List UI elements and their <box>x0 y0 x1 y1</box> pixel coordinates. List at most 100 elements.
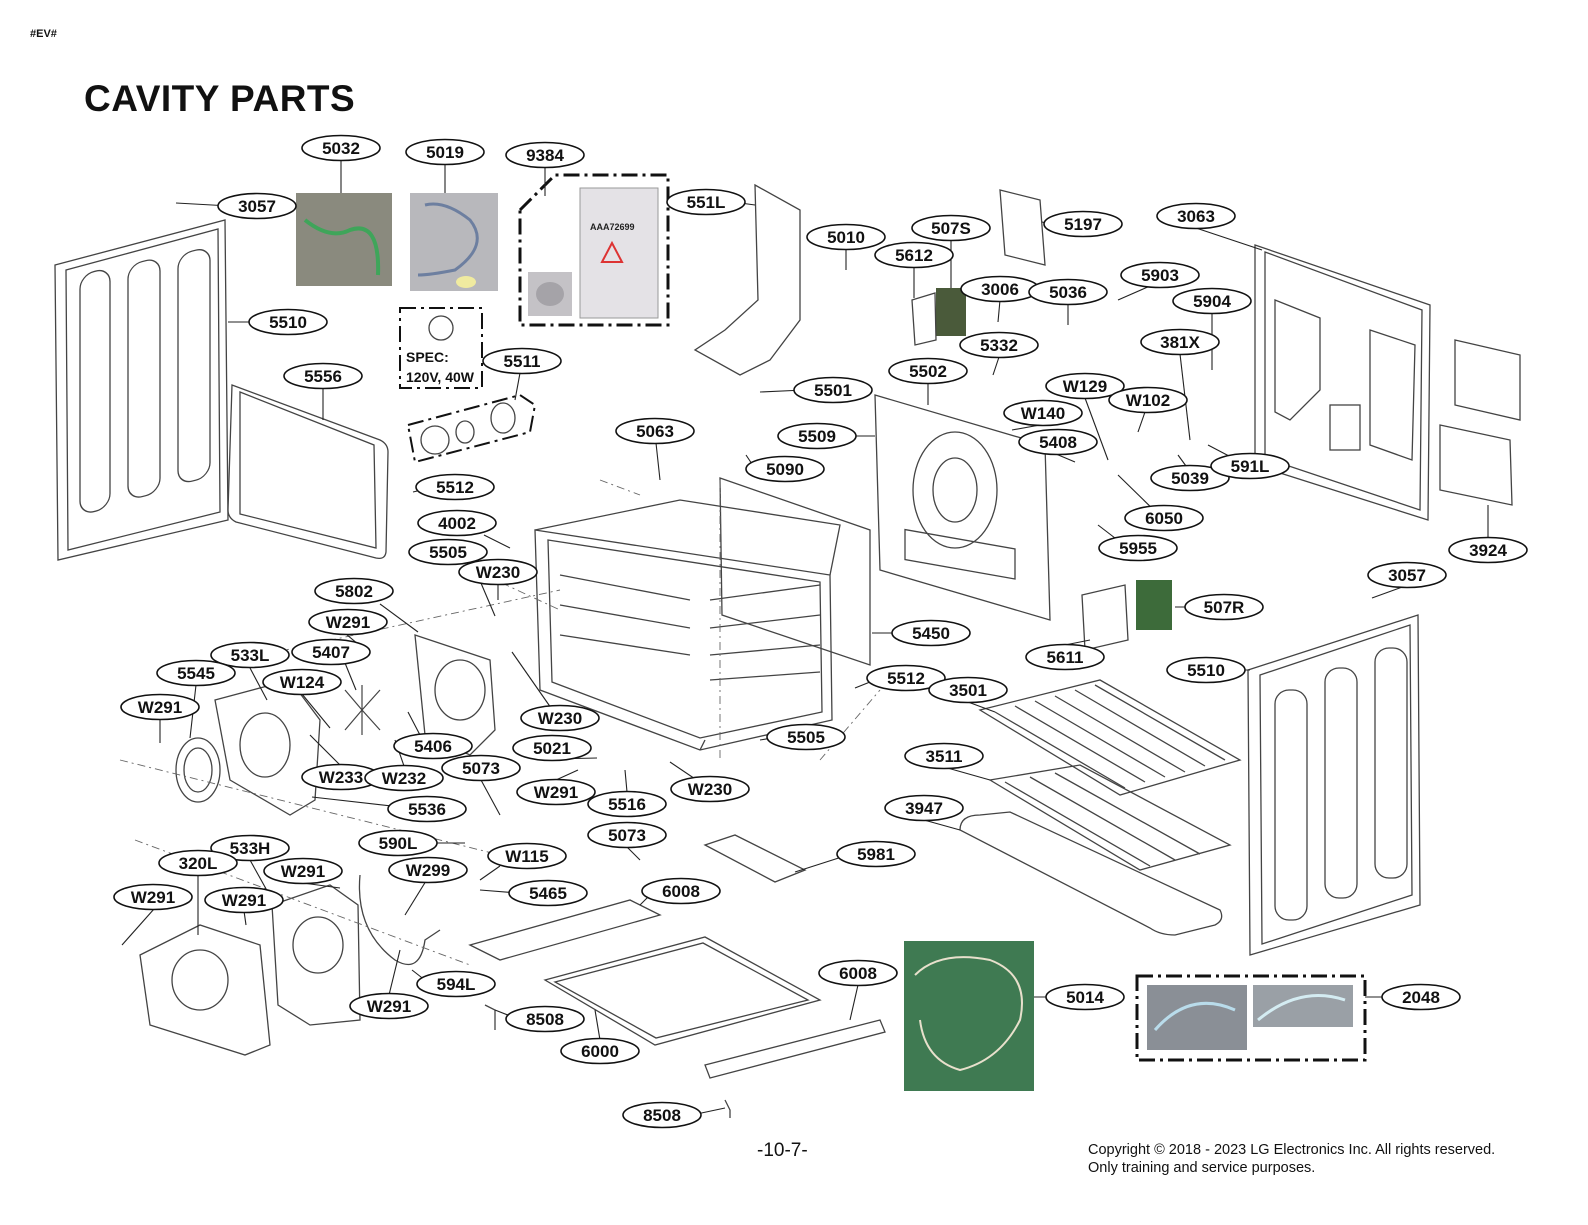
callout-label: 5516 <box>608 795 646 814</box>
callout-label: 5510 <box>1187 661 1225 680</box>
part-callout-5556: 5556 <box>283 362 363 390</box>
callout-label: W291 <box>138 698 182 717</box>
callout-ellipse <box>1124 504 1204 532</box>
front-frame <box>874 394 1051 621</box>
callout-label: 507R <box>1204 598 1245 617</box>
part-callout-507s: 507S <box>911 214 991 242</box>
ground-wire-photo <box>296 193 392 286</box>
part-callout-5407: 5407 <box>291 638 371 666</box>
callout-label: 5509 <box>798 427 836 446</box>
callout-ellipse <box>349 992 429 1020</box>
callout-ellipse <box>560 1037 640 1065</box>
part-callout-w129: W129 <box>1045 372 1125 400</box>
callout-ellipse <box>1098 534 1178 562</box>
kit-9384-frame <box>518 173 670 327</box>
callout-label: W230 <box>476 563 520 582</box>
part-callout-5501: 5501 <box>793 376 873 404</box>
part-callout-w291: W291 <box>308 608 388 636</box>
part-callout-5611: 5611 <box>1025 643 1105 671</box>
part-callout-6008: 6008 <box>641 877 721 905</box>
part-callout-3947: 3947 <box>884 794 964 822</box>
callout-label: 5502 <box>909 362 947 381</box>
part-callout-5408: 5408 <box>1018 428 1098 456</box>
callout-label: 5981 <box>857 845 895 864</box>
callout-label: W299 <box>406 861 450 880</box>
callout-label: 5505 <box>787 728 825 747</box>
part-callout-5039: 5039 <box>1150 464 1230 492</box>
callout-ellipse <box>587 821 667 849</box>
callout-label: 5611 <box>1047 648 1084 667</box>
part-callout-5516: 5516 <box>587 790 667 818</box>
callout-ellipse <box>641 877 721 905</box>
part-callout-6050: 6050 <box>1124 504 1204 532</box>
callout-ellipse <box>615 417 695 445</box>
part-callout-5509: 5509 <box>777 422 857 450</box>
callout-label: W140 <box>1021 404 1065 423</box>
callout-ellipse <box>1381 983 1461 1011</box>
callout-label: 4002 <box>438 514 476 533</box>
callout-ellipse <box>1150 464 1230 492</box>
callout-label: 6050 <box>1145 509 1183 528</box>
parts-artwork: AAA72699 SPEC: 120V, 40W <box>54 173 1521 1118</box>
callout-ellipse <box>1184 593 1264 621</box>
callout-ellipse <box>1108 386 1188 414</box>
callout-ellipse <box>120 693 200 721</box>
callout-ellipse <box>793 376 873 404</box>
shield-5197 <box>999 189 1046 266</box>
callout-label: 5408 <box>1039 433 1077 452</box>
callout-ellipse <box>874 241 954 269</box>
callout-ellipse <box>1172 287 1252 315</box>
callout-label: W230 <box>688 780 732 799</box>
callout-label: 5332 <box>980 336 1018 355</box>
part-callout-w291: W291 <box>349 992 429 1020</box>
callout-ellipse <box>405 138 485 166</box>
callout-ellipse <box>416 970 496 998</box>
callout-ellipse <box>1156 202 1236 230</box>
callout-label: 5512 <box>887 669 925 688</box>
callout-label: W291 <box>367 997 411 1016</box>
part-callout-w291: W291 <box>113 883 193 911</box>
callout-ellipse <box>911 214 991 242</box>
callout-ellipse <box>393 732 473 760</box>
part-callout-5612: 5612 <box>874 241 954 269</box>
part-callout-5903: 5903 <box>1120 261 1200 289</box>
callout-ellipse <box>1448 536 1528 564</box>
callout-ellipse <box>158 849 238 877</box>
callout-label: 5073 <box>462 759 500 778</box>
part-callout-w230: W230 <box>670 775 750 803</box>
kit-bag-photo <box>579 187 659 319</box>
convection-assembly <box>139 634 496 1056</box>
part-callout-5036: 5036 <box>1028 278 1108 306</box>
oven-cavity <box>534 499 841 751</box>
callout-label: 3006 <box>981 280 1019 299</box>
callout-label: W115 <box>505 847 548 866</box>
wire-harness-photo <box>904 941 1034 1091</box>
part-callout-5904: 5904 <box>1172 287 1252 315</box>
part-callout-5010: 5010 <box>806 223 886 251</box>
callout-label: 551L <box>687 193 726 212</box>
part-callout-533l: 533L <box>210 641 290 669</box>
callout-label: 3947 <box>905 799 943 818</box>
callout-ellipse <box>904 742 984 770</box>
bake-element <box>358 874 441 966</box>
callout-label: 3057 <box>1388 566 1426 585</box>
callout-label: 533L <box>231 646 270 665</box>
callout-label: 6000 <box>581 1042 619 1061</box>
side-panel-left <box>54 219 229 561</box>
callout-ellipse <box>308 608 388 636</box>
callout-label: W291 <box>534 783 578 802</box>
part-callout-9384: 9384 <box>505 141 585 169</box>
callout-label: 3511 <box>926 747 963 766</box>
callout-ellipse <box>1166 656 1246 684</box>
callout-label: 5904 <box>1193 292 1231 311</box>
callout-ellipse <box>1140 328 1220 356</box>
part-callout-w291: W291 <box>516 778 596 806</box>
callout-ellipse <box>745 455 825 483</box>
part-callout-5802: 5802 <box>314 577 394 605</box>
callout-label: 5802 <box>335 582 373 601</box>
part-callout-320l: 320L <box>158 849 238 877</box>
bulb-spec-frame <box>399 307 483 389</box>
part-callout-5090: 5090 <box>745 455 825 483</box>
callout-label: 3063 <box>1177 207 1215 226</box>
